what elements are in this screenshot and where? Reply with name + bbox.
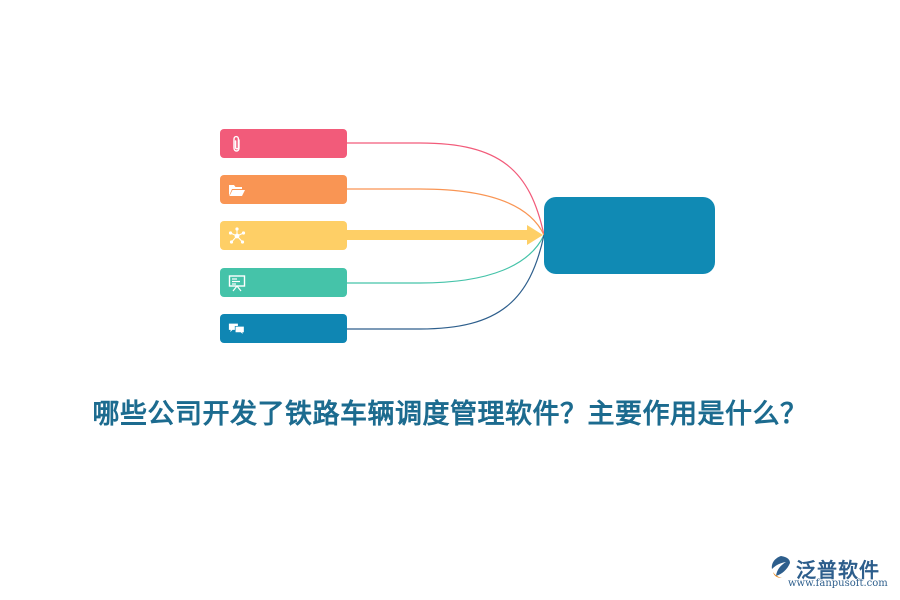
- page-title: 哪些公司开发了铁路车辆调度管理软件？主要作用是什么？: [92, 399, 808, 430]
- folder-open-icon: [228, 181, 246, 199]
- presentation-board-icon: [228, 274, 246, 292]
- connector-line-2: [347, 188, 545, 236]
- branch-node-1: [220, 129, 347, 158]
- connector-line-4: [347, 234, 545, 284]
- connector-arrow-3: [347, 225, 543, 245]
- network-icon: [228, 226, 246, 245]
- connector-line-1: [347, 142, 545, 236]
- brand-name: 泛普软件: [796, 558, 880, 582]
- central-node: [544, 197, 715, 274]
- connector-line-5: [347, 234, 545, 330]
- chat-bubbles-icon: [228, 320, 246, 338]
- paperclip-icon: [228, 135, 246, 153]
- branch-node-5: [220, 314, 347, 343]
- brand-url: www.fanpusoft.com: [788, 578, 888, 589]
- branch-node-3: [220, 221, 347, 250]
- branch-node-2: [220, 175, 347, 204]
- brand-watermark: 泛普软件 www.fanpusoft.com: [768, 552, 896, 592]
- fanpu-logo-icon: [771, 556, 790, 578]
- branch-node-4: [220, 268, 347, 297]
